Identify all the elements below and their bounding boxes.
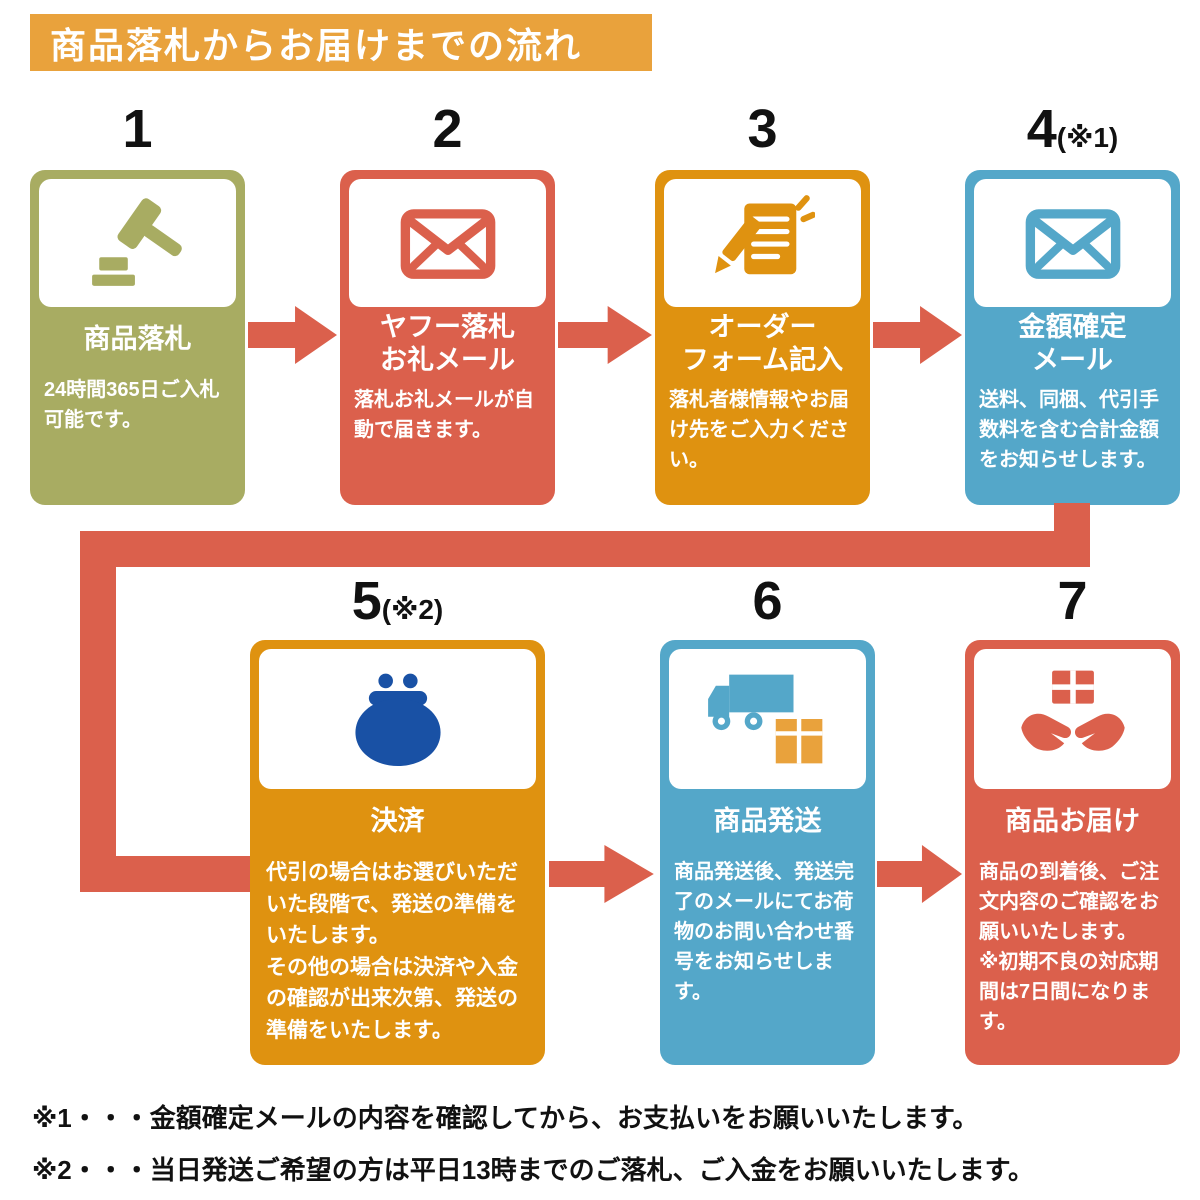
delivery-hands-icon [1020,670,1125,751]
flow-connector-left [80,531,116,892]
flow-connector-across-top [80,531,1090,567]
flow-connector-into-5 [80,856,255,892]
step-number-1: 1 [30,102,245,156]
footnote-2: ※2・・・当日発送ご希望の方は平日13時までのご落札、ご入金をお願いいたします。 [32,1155,1035,1185]
step-description: 代引の場合はお選びいただいた段階で、発送の準備をいたします。 その他の場合は決済… [266,861,518,1042]
step-label: 商品お届け [1005,805,1140,836]
step-card-order-form: オーダー フォーム記入 落札者様情報やお届け先をご入力ください。 [655,170,870,505]
page-title: 商品落札からお届けまでの流れ [30,14,652,71]
step-number-7: 7 [965,574,1180,628]
purse-icon [354,673,441,767]
truck-icon [707,674,822,764]
footnote-1: ※1・・・金額確定メールの内容を確認してから、お支払いをお願いいたします。 [32,1103,979,1133]
step-number-text: 2 [432,99,463,159]
icon-box [974,179,1171,307]
step-description: 24時間365日ご入札可能です。 [44,379,220,431]
icon-box [664,179,861,307]
step-number-text: 1 [122,99,153,159]
step-description: 送料、同梱、代引手数料を含む合計金額をお知らせします。 [979,388,1159,471]
flow-arrow-2-3 [558,306,652,364]
mail-icon [1025,209,1120,279]
step-description: 落札者様情報やお届け先をご入力ください。 [669,388,849,471]
step-description: 落札お礼メールが自動で届きます。 [354,388,534,441]
step-card-thanks-mail: ヤフー落札 お礼メール 落札お礼メールが自動で届きます。 [340,170,555,505]
step-number-text: 6 [752,571,783,631]
step-number-text: 5 [351,571,382,631]
gavel-icon [91,198,182,286]
step-label: オーダー フォーム記入 [681,312,844,375]
icon-box [974,649,1171,789]
mail-icon [400,209,495,279]
step-label: 金額確定 メール [1018,312,1127,375]
step-card-payment: 決済 代引の場合はお選びいただいた段階で、発送の準備をいたします。 その他の場合… [250,640,545,1065]
step-card-auction: 商品落札 24時間365日ご入札可能です。 [30,170,245,505]
step-number-3: 3 [655,102,870,156]
step-description: 商品発送後、発送完了のメールにてお荷物のお問い合わせ番号をお知らせします。 [674,861,854,1003]
icon-box [669,649,866,789]
step-number-text: 7 [1057,571,1088,631]
step-number-4: 4(※1) [965,102,1180,156]
step-number-5: 5(※2) [250,574,545,628]
order-form-icon [714,195,815,275]
step-number-2: 2 [340,102,555,156]
step-number-6: 6 [660,574,875,628]
step-card-price-mail: 金額確定 メール 送料、同梱、代引手数料を含む合計金額をお知らせします。 [965,170,1180,505]
step-number-text: 3 [747,99,778,159]
flow-arrow-1-2 [248,306,337,364]
step-label: 商品落札 [83,323,192,354]
step-label: 決済 [370,805,425,836]
step-label: 商品発送 [713,805,822,836]
icon-box [259,649,536,789]
step-description: 商品の到着後、ご注文内容のご確認をお願いいたします。 ※初期不良の対応期間は7日… [979,861,1159,1033]
step-number-note: (※1) [1056,122,1119,153]
flow-arrow-3-4 [873,306,962,364]
flow-arrow-5-6 [549,845,654,903]
flow-arrow-6-7 [877,845,963,903]
step-number-text: 4 [1026,99,1057,159]
icon-box [349,179,546,307]
step-number-note: (※2) [381,594,444,625]
step-card-shipping: 商品発送 商品発送後、発送完了のメールにてお荷物のお問い合わせ番号をお知らせしま… [660,640,875,1065]
step-card-delivery: 商品お届け 商品の到着後、ご注文内容のご確認をお願いいたします。 ※初期不良の対… [965,640,1180,1065]
icon-box [39,179,236,307]
step-label: ヤフー落札 お礼メール [380,312,515,375]
